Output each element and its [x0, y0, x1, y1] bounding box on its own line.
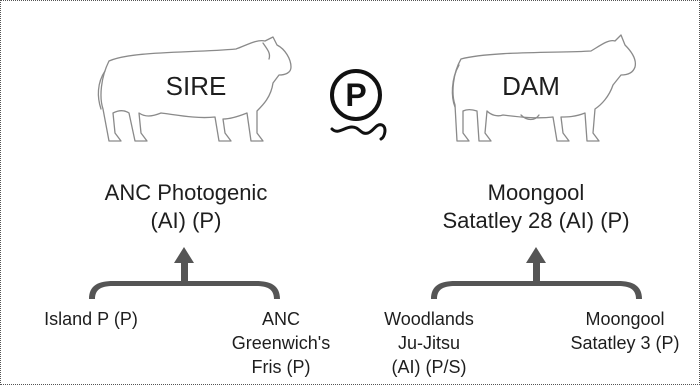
dam-name: Moongool Satatley 28 (AI) (P)	[442, 180, 630, 233]
sire-parent-right: ANC Greenwich's Fris (P)	[231, 309, 331, 377]
dam-parent-left: Woodlands Ju-Jitsu (AI) (P/S)	[384, 309, 474, 377]
sire-parents-bracket	[89, 247, 280, 299]
dam-parents-bracket	[431, 247, 642, 299]
dam-label: DAM	[502, 71, 560, 101]
sire-label: SIRE	[165, 71, 227, 101]
sire-name: ANC Photogenic (AI) (P)	[104, 180, 268, 233]
sire-parent-left: Island P (P)	[44, 309, 138, 329]
polled-symbol-icon	[330, 69, 387, 141]
polled-badge-letter: P	[345, 77, 367, 113]
dam-parent-right: Moongool Satatley 3 (P)	[570, 309, 680, 353]
dam-cow-icon	[451, 34, 637, 142]
sire-cow-icon	[97, 36, 292, 142]
